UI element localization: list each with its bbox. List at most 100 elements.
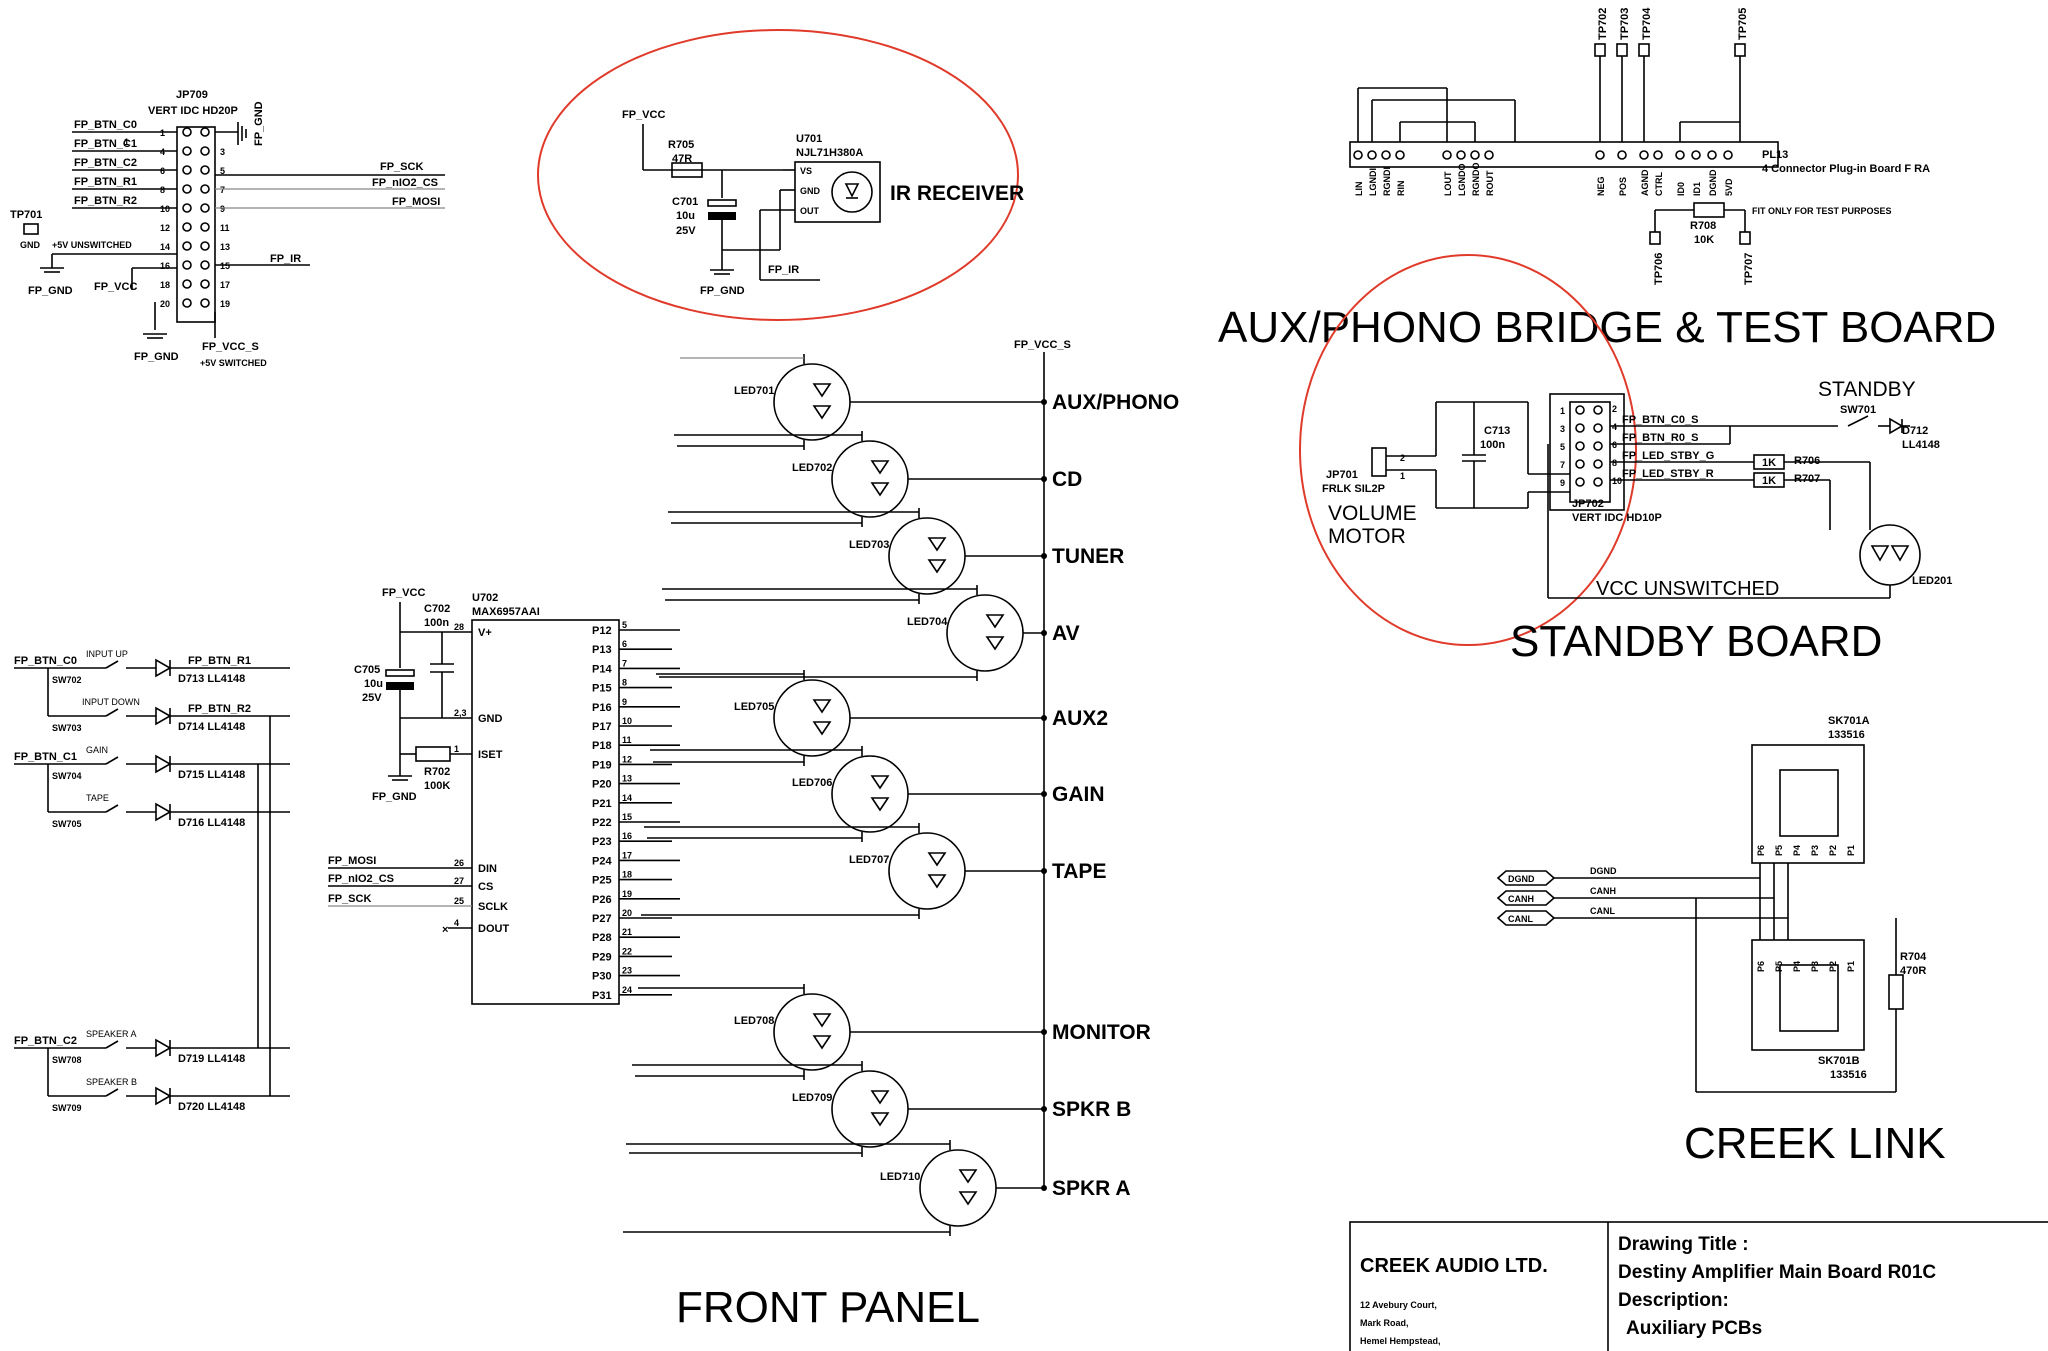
diode-symbol xyxy=(155,1086,172,1106)
u702-port-name: P23 xyxy=(592,836,612,848)
u702-port-name: P29 xyxy=(592,951,612,963)
jp702-pin xyxy=(1575,441,1585,451)
junction-dot xyxy=(1041,715,1047,721)
u702-port-number: 24 xyxy=(622,985,632,995)
jp709-pin xyxy=(182,146,192,156)
u701-gnd: GND xyxy=(800,186,821,196)
u702-port-number: 23 xyxy=(622,966,632,976)
led-body xyxy=(919,1149,997,1227)
jp701-ref: JP701 xyxy=(1326,469,1358,481)
led-body xyxy=(831,755,909,833)
junction-dot xyxy=(1041,791,1047,797)
pl13-pin xyxy=(1595,150,1605,160)
ir-fp-ir: FP_IR xyxy=(768,264,799,276)
pin-number: 17 xyxy=(220,280,230,290)
button-net-label: FP_BTN_C1 xyxy=(14,751,77,763)
r706-ref: R706 xyxy=(1794,455,1820,467)
r705-value: 47R xyxy=(672,153,692,165)
creek-link-section: SK701A 133516 SK701B 133516 DGNDDGNDCANH… xyxy=(1496,715,1946,1168)
u702-pin-number: 28 xyxy=(454,622,464,632)
c713-ref: C713 xyxy=(1484,425,1510,437)
pin-number: 8 xyxy=(160,185,165,195)
switch-contact xyxy=(105,660,119,669)
c713-value: 100n xyxy=(1480,439,1505,451)
led-green-diode xyxy=(812,1035,832,1050)
sk701a-body xyxy=(1751,744,1865,864)
sk701b-body xyxy=(1751,939,1865,1051)
ir-receiver-title: IR RECEIVER xyxy=(890,182,1024,205)
led-red-diode xyxy=(927,537,947,552)
jp701-pin2: 2 xyxy=(1400,453,1405,463)
jp709-pin xyxy=(182,165,192,175)
jp702-pin xyxy=(1593,477,1603,487)
jp709-pin xyxy=(182,279,192,289)
pin-number: 10 xyxy=(160,204,170,214)
led-ref: LED704 xyxy=(907,616,948,628)
led-green-diode xyxy=(985,636,1005,651)
pin-number: 12 xyxy=(160,223,170,233)
jp702-pin xyxy=(1593,423,1603,433)
led-green-diode xyxy=(958,1191,978,1206)
junction-dot xyxy=(1041,399,1047,405)
d712-ref: D712 xyxy=(1902,425,1928,437)
led-body xyxy=(831,440,909,518)
sk701b-pin: P2 xyxy=(1828,961,1838,972)
r708-ref: R708 xyxy=(1690,220,1716,232)
pl13-pin-label: LOUT xyxy=(1443,171,1453,196)
u702-port-number: 17 xyxy=(622,850,632,860)
sk701b-pin: P6 xyxy=(1756,961,1766,972)
led-body xyxy=(773,363,851,441)
led-function-label: SPKR B xyxy=(1052,1098,1131,1121)
u702-port-name: P15 xyxy=(592,683,612,695)
led-ref: LED703 xyxy=(849,539,889,551)
u702-pin-name: CS xyxy=(478,881,493,893)
u702-port-number: 6 xyxy=(622,639,627,649)
pin-number: 14 xyxy=(160,242,170,252)
pl13-pin-label: ID1 xyxy=(1692,182,1702,196)
u702-fp-gnd: FP_GND xyxy=(372,791,417,803)
net-fp-btn-c0: FP_BTN_C0 xyxy=(74,119,137,131)
pl13-pin-label: RGNDI xyxy=(1382,167,1392,196)
led-red-diode xyxy=(870,1090,890,1105)
jp709-pin xyxy=(182,203,192,213)
jp709-pin xyxy=(200,203,210,213)
led-red-diode xyxy=(958,1169,978,1184)
pl13-pin-label: LGNDI xyxy=(1368,168,1378,196)
diode-symbol xyxy=(155,658,172,678)
tp701-gnd-label: GND xyxy=(20,240,41,250)
bridge-title: AUX/PHONO BRIDGE & TEST BOARD xyxy=(1218,303,1996,352)
jp702-type: VERT IDC HD10P xyxy=(1572,512,1662,524)
u702-port-name: P26 xyxy=(592,894,612,906)
u702-part: MAX6957AAI xyxy=(472,606,540,618)
pl13-pin-label: AGND xyxy=(1640,169,1650,196)
c702-value: 100n xyxy=(424,617,449,629)
jp709-header: JP709 VERT IDC HD20P 1345678910111213141… xyxy=(10,89,445,368)
net-fp-led-stby-r: FP_LED_STBY_R xyxy=(1622,468,1714,480)
diode-ref: D716 LL4148 xyxy=(178,817,245,829)
switch-contact xyxy=(105,804,119,813)
pl13-pin-label: ID0 xyxy=(1676,182,1686,196)
switch-contact xyxy=(105,1040,119,1049)
r707-value: 1K xyxy=(1762,475,1776,487)
diode-ref: D719 LL4148 xyxy=(178,1053,245,1065)
u702-pin-number: 25 xyxy=(454,896,464,906)
vcc-unswitched-label: VCC UNSWITCHED xyxy=(1596,578,1779,600)
u702-port-name: P28 xyxy=(592,932,612,944)
jp702-ref: JP702 xyxy=(1572,498,1604,510)
sk701b-pin: P5 xyxy=(1774,961,1784,972)
led-body xyxy=(888,517,966,595)
r707-ref: R707 xyxy=(1794,473,1820,485)
u702-pin-number: 26 xyxy=(454,858,464,868)
u702-section: FP_VCC C702 100n C705 10u 25V R702 100K … xyxy=(328,587,680,1005)
standby-highlight-ellipse xyxy=(1299,254,1637,646)
u702-pin-name: GND xyxy=(478,713,503,725)
pl13-pin-label: LIN xyxy=(1354,182,1364,197)
led-ref: LED710 xyxy=(880,1171,920,1183)
u702-port-number: 9 xyxy=(622,697,627,707)
sw701-ref: SW701 xyxy=(1840,404,1876,416)
title-block-frame xyxy=(1349,1221,2048,1351)
led-green-diode xyxy=(870,1112,890,1127)
signal-port-label: CANH xyxy=(1508,894,1534,904)
pin-number: 19 xyxy=(220,299,230,309)
